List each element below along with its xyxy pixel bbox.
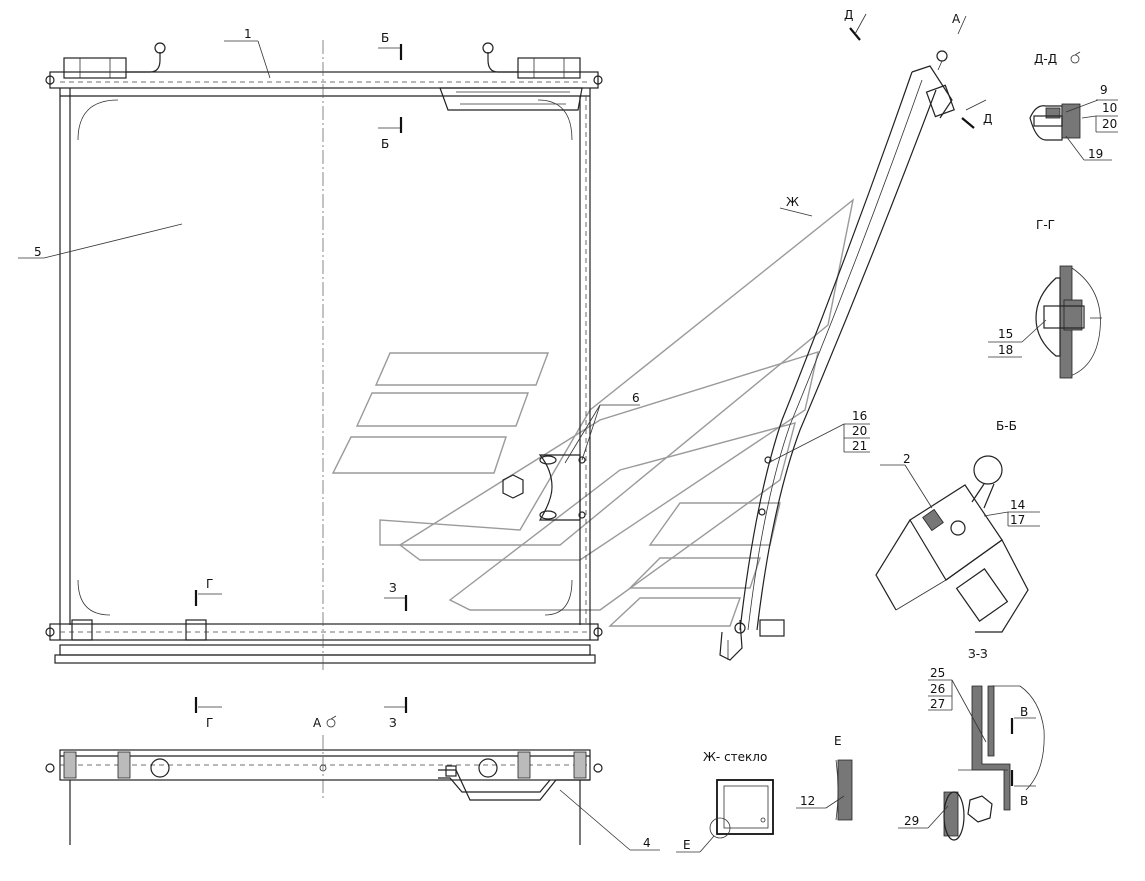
- callout-20a: 20: [852, 424, 867, 438]
- front-section-marks: Б Б Г З: [194, 31, 408, 611]
- rotated-view-icon: [1070, 51, 1081, 64]
- section-gg: Г-Г 15 18: [988, 218, 1102, 379]
- title-e-detail: Е: [834, 734, 842, 748]
- callout-5: 5: [34, 245, 42, 259]
- callout-25: 25: [930, 666, 945, 680]
- section-zz: З-З В В 25 26 27 29: [898, 647, 1045, 841]
- callout-21: 21: [852, 439, 867, 453]
- callout-6: 6: [632, 391, 640, 405]
- callout-4: 4: [643, 836, 651, 850]
- mark-d-right: Д: [983, 112, 992, 126]
- mark-v-top: В: [1020, 705, 1028, 719]
- bottom-view-a: Г А З 4: [45, 697, 660, 851]
- mark-g-bottom: Г: [206, 716, 213, 730]
- callout-19: 19: [1088, 147, 1103, 161]
- section-dd: Д-Д 9 10 20 19: [1029, 51, 1118, 161]
- callout-20b: 20: [1102, 117, 1117, 131]
- callout-29: 29: [904, 814, 919, 828]
- title-zz: З-З: [968, 647, 988, 661]
- mark-a-view: А: [952, 12, 961, 26]
- callout-9: 9: [1100, 83, 1108, 97]
- callout-1: 1: [244, 27, 252, 41]
- callout-12: 12: [800, 794, 815, 808]
- callout-17: 17: [1010, 513, 1025, 527]
- detail-e: Е 12: [796, 734, 853, 821]
- callout-18: 18: [998, 343, 1013, 357]
- detail-glass: Ж- стекло Е: [676, 750, 774, 853]
- mark-z-bottom: З: [389, 716, 397, 730]
- callout-10: 10: [1102, 101, 1117, 115]
- callout-16: 16: [852, 409, 867, 423]
- title-dd: Д-Д: [1034, 52, 1057, 66]
- view-a-bottom-title: А: [313, 716, 322, 730]
- watermark-logo: [331, 198, 855, 627]
- mark-zh-arrow: Ж: [786, 195, 799, 209]
- mark-b-bottom: Б: [381, 137, 389, 151]
- mark-g-left: Г: [206, 577, 213, 591]
- front-view: [45, 40, 603, 670]
- callout-2: 2: [903, 452, 911, 466]
- mark-b-top: Б: [381, 31, 389, 45]
- section-bb: Б-Б 2 14 17: [875, 419, 1040, 633]
- title-zh-glass: Ж- стекло: [703, 750, 767, 764]
- callout-14: 14: [1010, 498, 1025, 512]
- mark-v-bottom: В: [1020, 794, 1028, 808]
- mark-z-front: З: [389, 581, 397, 595]
- side-profile-view: Д А Д Ж 16 20 21: [719, 8, 992, 661]
- mark-d-top: Д: [844, 8, 853, 22]
- front-callouts: 1 5 6: [18, 27, 640, 464]
- title-bb: Б-Б: [996, 419, 1017, 433]
- callout-15: 15: [998, 327, 1013, 341]
- callout-27: 27: [930, 697, 945, 711]
- callout-26: 26: [930, 682, 945, 696]
- title-gg: Г-Г: [1036, 218, 1055, 232]
- mark-e: Е: [683, 838, 691, 852]
- rotated-view-icon: [326, 715, 337, 728]
